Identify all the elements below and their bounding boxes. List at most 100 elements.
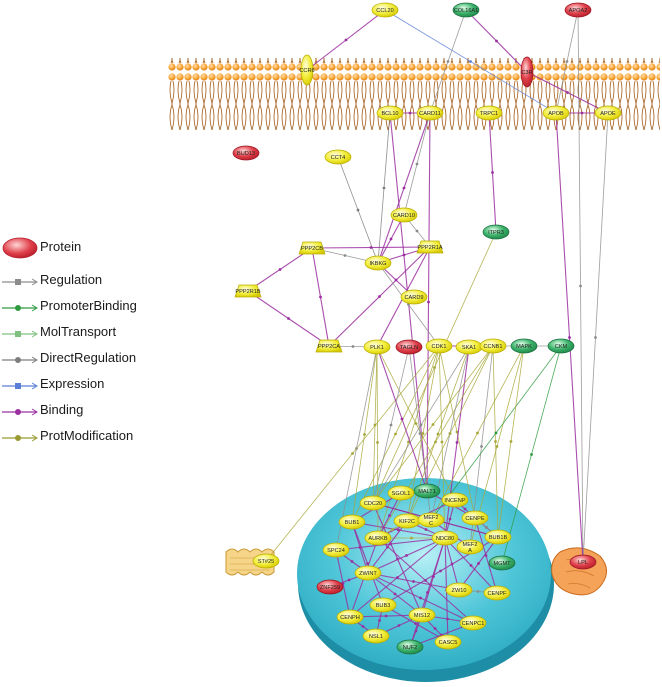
node-mapk[interactable]: MAPK	[510, 338, 538, 354]
node-col16a1[interactable]: COL16A1	[452, 2, 480, 18]
node-c3r[interactable]: C3R	[520, 56, 534, 88]
node-cct4[interactable]: CCT4	[324, 149, 352, 165]
node-mis12[interactable]: MIS12	[408, 607, 436, 623]
node-itpr3[interactable]: ITPR3	[482, 224, 510, 240]
node-bub3[interactable]: BUB3	[369, 597, 397, 613]
node-cenpc1[interactable]: CENPC1	[459, 615, 487, 631]
edge-marker	[405, 554, 408, 557]
edge-marker	[351, 452, 354, 455]
node-ppp2r1b[interactable]: PPP2R1B	[234, 284, 262, 298]
node-plk1[interactable]: PLK1	[363, 339, 391, 355]
node-shape	[445, 582, 473, 598]
node-label: PPP2R1B	[235, 289, 260, 295]
edge-marker	[450, 562, 454, 566]
node-ccl20[interactable]: CCL20	[371, 2, 399, 18]
node-zwint[interactable]: ZWINT	[354, 565, 382, 581]
edge-marker	[319, 295, 322, 299]
node-card11[interactable]: CARD11	[416, 105, 444, 121]
node-ndc80[interactable]: NDC80	[431, 530, 459, 546]
node-zw10[interactable]: ZW10	[445, 582, 473, 598]
edge-marker	[463, 507, 467, 511]
node-ccnb1[interactable]: CCNB1	[479, 338, 507, 354]
node-shape	[396, 639, 424, 655]
node-ikbkg[interactable]: IKBKG	[364, 255, 392, 271]
node-shape	[376, 105, 404, 121]
node-malt1[interactable]: MALT1	[413, 483, 441, 499]
node-apob[interactable]: APOB	[542, 105, 570, 121]
edge-marker	[446, 60, 450, 63]
node-ppp2r1a[interactable]: PPP2R1A	[416, 240, 444, 254]
node-shape	[362, 628, 390, 644]
node-card10[interactable]: CARD10	[390, 207, 418, 223]
node-shape	[338, 514, 366, 530]
legend-line-icon	[2, 408, 38, 416]
legend-protein-row: Protein	[0, 236, 190, 260]
node-bub1b[interactable]: BUB1B	[484, 529, 512, 545]
edge-marker	[391, 528, 394, 531]
node-label: COL16A1	[454, 8, 479, 14]
node-label: APOA2	[569, 8, 588, 14]
node-bub1[interactable]: BUB1	[338, 514, 366, 530]
node-sgol1[interactable]: SGOL1	[387, 485, 415, 501]
node-nsl1[interactable]: NSL1	[362, 628, 390, 644]
node-label: BUB1	[345, 520, 360, 526]
node-label: KIF2C	[399, 519, 415, 525]
node-ppp2cb[interactable]: PPP2CB	[298, 241, 326, 255]
edge-marker	[494, 431, 498, 435]
node-aurkb[interactable]: AURKB	[364, 530, 392, 546]
edge-marker	[369, 246, 373, 249]
node-tagln[interactable]: TAGLN	[395, 339, 423, 355]
edge-marker	[419, 596, 422, 600]
node-casc5[interactable]: CASC5	[434, 634, 462, 650]
node-label: CCL20	[376, 8, 393, 14]
node-st6g[interactable]: ST#25	[252, 553, 280, 569]
node-spc24[interactable]: SPC24	[322, 542, 350, 558]
node-ppp2ca[interactable]: PPP2CA	[315, 339, 343, 353]
node-cenpe[interactable]: CENPE	[461, 510, 489, 526]
node-label: CASC5	[439, 640, 458, 646]
node-apoe[interactable]: APOE	[594, 105, 622, 121]
node-cenph[interactable]: CENPH	[336, 609, 364, 625]
edge-marker	[350, 560, 354, 563]
edge-marker	[455, 441, 459, 444]
node-incenp[interactable]: INCENP	[441, 492, 469, 508]
node-cdc20[interactable]: CDC20	[359, 495, 387, 511]
edge-marker	[436, 432, 440, 436]
node-shape	[336, 609, 364, 625]
node-kif2c[interactable]: KIF2C	[393, 513, 421, 529]
node-trpc1[interactable]: TRPC1	[475, 105, 503, 121]
node-znf259[interactable]: ZNF259	[316, 579, 344, 595]
legend-row-binding: Binding	[0, 400, 190, 424]
node-ckm[interactable]: CKM	[547, 338, 575, 354]
node-shape	[300, 54, 314, 86]
node-ccr6[interactable]: CCR6	[299, 54, 315, 86]
node-shape	[459, 615, 487, 631]
node-cdk1[interactable]: CDK1	[425, 338, 453, 354]
edge-marker	[402, 253, 406, 257]
legend-label: Regulation	[40, 272, 103, 287]
node-label: MALT1	[418, 489, 436, 495]
node-label: SKA1	[462, 345, 476, 351]
edge-marker	[414, 629, 418, 633]
node-ska1[interactable]: SKA1	[455, 339, 483, 355]
node-lpl[interactable]: LPL	[569, 554, 597, 570]
node-bcl10[interactable]: BCL10	[376, 105, 404, 121]
node-shape	[252, 553, 280, 569]
node-label: CARD9	[405, 295, 424, 301]
legend-row-moltransport: MolTransport	[0, 322, 190, 346]
edge-marker	[389, 423, 393, 427]
node-cenpf[interactable]: CENPF	[483, 585, 511, 601]
node-mgmt[interactable]: MGMT	[488, 555, 516, 571]
node-label: APOE	[600, 111, 616, 117]
node-nuf2[interactable]: NUF2	[396, 639, 424, 655]
node-bud13[interactable]: BUD13	[232, 145, 260, 161]
node-label: LPL	[578, 560, 588, 566]
edge-marker	[394, 278, 398, 282]
edge-marker	[469, 564, 473, 567]
node-card9[interactable]: CARD9	[400, 289, 428, 305]
node-label: PLK1	[370, 345, 384, 351]
node-apoa2[interactable]: APOA2	[564, 2, 592, 18]
